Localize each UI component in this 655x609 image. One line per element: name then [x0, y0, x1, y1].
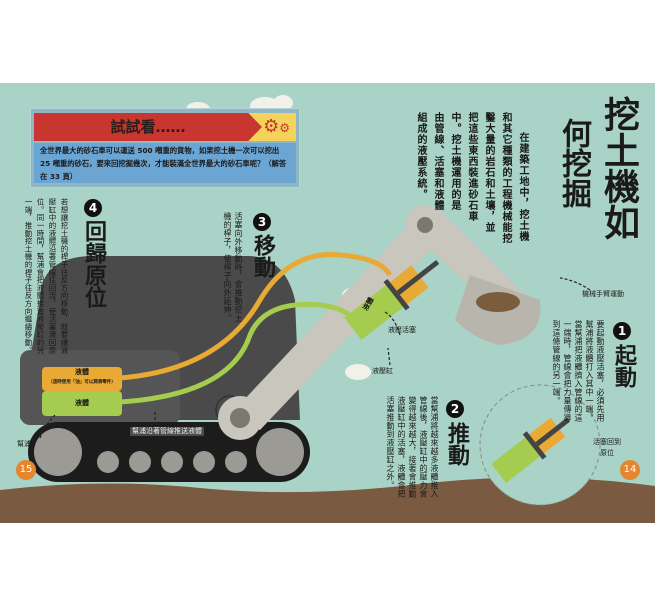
step-2-text: 當幫浦將越來越多液體推入 管線後，液壓缸中的壓力會 變得越來越大，接著會推動 液… — [385, 396, 440, 511]
text-line: 當幫浦將越來越多液體推入 — [430, 396, 439, 498]
intro-line: 中。挖土機運用的是 — [449, 112, 460, 211]
intro-line: 和其它種類的工程機械能挖 — [500, 112, 511, 244]
intro-line: 組成的液壓系統。 — [415, 112, 426, 200]
page-number-left: 15 — [16, 460, 36, 480]
hydraulic-cylinder — [344, 259, 440, 340]
dirt — [476, 292, 520, 312]
text-line: 壓缸中的液體沿著管線往回流，使活塞滑回原 — [48, 198, 57, 354]
step-2-number: 2 — [446, 400, 464, 418]
text-line: 幫浦將液體打入其中一端。 — [585, 320, 594, 422]
try-it-question: 全世界最大的砂石車可以運送 500 噸重的貨物，如果挖土機一次可以挖出 25 噸… — [34, 143, 296, 183]
text-line: 位。同一時間，幫浦會把液體推進液壓缸的另 — [36, 198, 45, 354]
page-title: 挖土機如 — [598, 96, 639, 240]
ground — [0, 477, 655, 523]
arm-motion-label: 機械手臂運動 — [582, 290, 624, 298]
text-line: 若想讓挖土機的桿子往反方向移動，就要讓液 — [60, 198, 69, 354]
text-line: 活塞推動到液壓缸之外。 — [386, 396, 395, 490]
text-line: 變得越來越大，接著會推動 — [408, 396, 417, 498]
try-it-header: 試試看…… ⚙⚙ — [34, 113, 296, 141]
step-1-heading: 起動 — [611, 344, 636, 388]
text-line: 當幫浦把液體擠入管線的這 — [574, 320, 583, 422]
intro-line: 在建築工地中，挖土機 — [517, 132, 528, 242]
try-it-title: 試試看…… — [110, 118, 186, 136]
step-1-text: 要起動液壓活塞，必須先用 幫浦將液體打入其中一端。 當幫浦把液體擠入管線的這 一… — [551, 320, 606, 435]
step-3-number: 3 — [253, 213, 271, 231]
intro-line: 由管線、活塞和液體 — [432, 112, 443, 211]
text-line: 一端時，管線會把力量傳導 — [563, 320, 572, 422]
step-1-number: 1 — [613, 322, 631, 340]
text-line: 活塞向外移動時，會推動挖土 — [234, 212, 243, 323]
intro-text: 在建築工地中，挖土機 和其它種類的工程機械能挖 鑿大量的岩石和土壤，並 把這些東… — [412, 112, 531, 272]
piston-label: 液壓活塞 — [388, 326, 416, 334]
oil-pipe — [119, 252, 393, 381]
fluid-label: 液體 — [75, 399, 89, 407]
text-line: 到這條管線的另一端。 — [552, 320, 561, 405]
pump-label: 幫浦 — [17, 440, 31, 448]
pump-push-label: 幫浦沿著管線推送液體 — [130, 427, 204, 436]
cylinder-label: 液壓缸 — [372, 367, 393, 375]
intro-line: 把這些東西裝進砂石車 — [466, 112, 477, 222]
text-line: 要起動液壓活塞，必須先用 — [596, 320, 605, 422]
page-title-line2: 何挖掘 — [556, 118, 591, 208]
text-line: 管線後，液壓缸中的壓力會 — [419, 396, 428, 498]
step-4-number: 4 — [84, 199, 102, 217]
step-2-heading: 推動 — [444, 422, 469, 466]
text-line: 液壓缸中的活塞，液體會把 — [397, 396, 406, 498]
fluid-pipe — [119, 301, 357, 405]
try-it-box: 試試看…… ⚙⚙ 全世界最大的砂石車可以運送 500 噸重的貨物，如果挖土機一次… — [30, 108, 300, 188]
step-3-heading: 移動 — [250, 234, 275, 278]
step-3-text: 活塞向外移動時，會推動挖土 機的桿子，使桿子向外延伸。 — [222, 212, 244, 332]
oil-tank — [42, 367, 122, 391]
track-wheels — [34, 428, 304, 476]
step-4-text: 若想讓挖土機的桿子往反方向移動，就要讓液 壓缸中的液體沿著管線往回流，使活塞滑回… — [22, 198, 70, 363]
oil-label: 液體 — [75, 368, 89, 376]
text-line: 一端，推動挖土機的桿子往反方向繼續移動。 — [24, 198, 33, 354]
step-4-heading: 回歸原位 — [81, 220, 106, 308]
fluid-tank — [42, 391, 122, 416]
text-line: 機的桿子，使桿子向外延伸。 — [223, 212, 232, 323]
oil-note: （這時使用「油」可以潤滑零件） — [48, 380, 116, 385]
gears-icon: ⚙⚙ — [263, 116, 290, 137]
piston-return-label: 活塞回到原位 — [593, 438, 621, 457]
page-number-right: 14 — [620, 460, 640, 480]
intro-line: 鑿大量的岩石和土壤，並 — [483, 112, 494, 233]
